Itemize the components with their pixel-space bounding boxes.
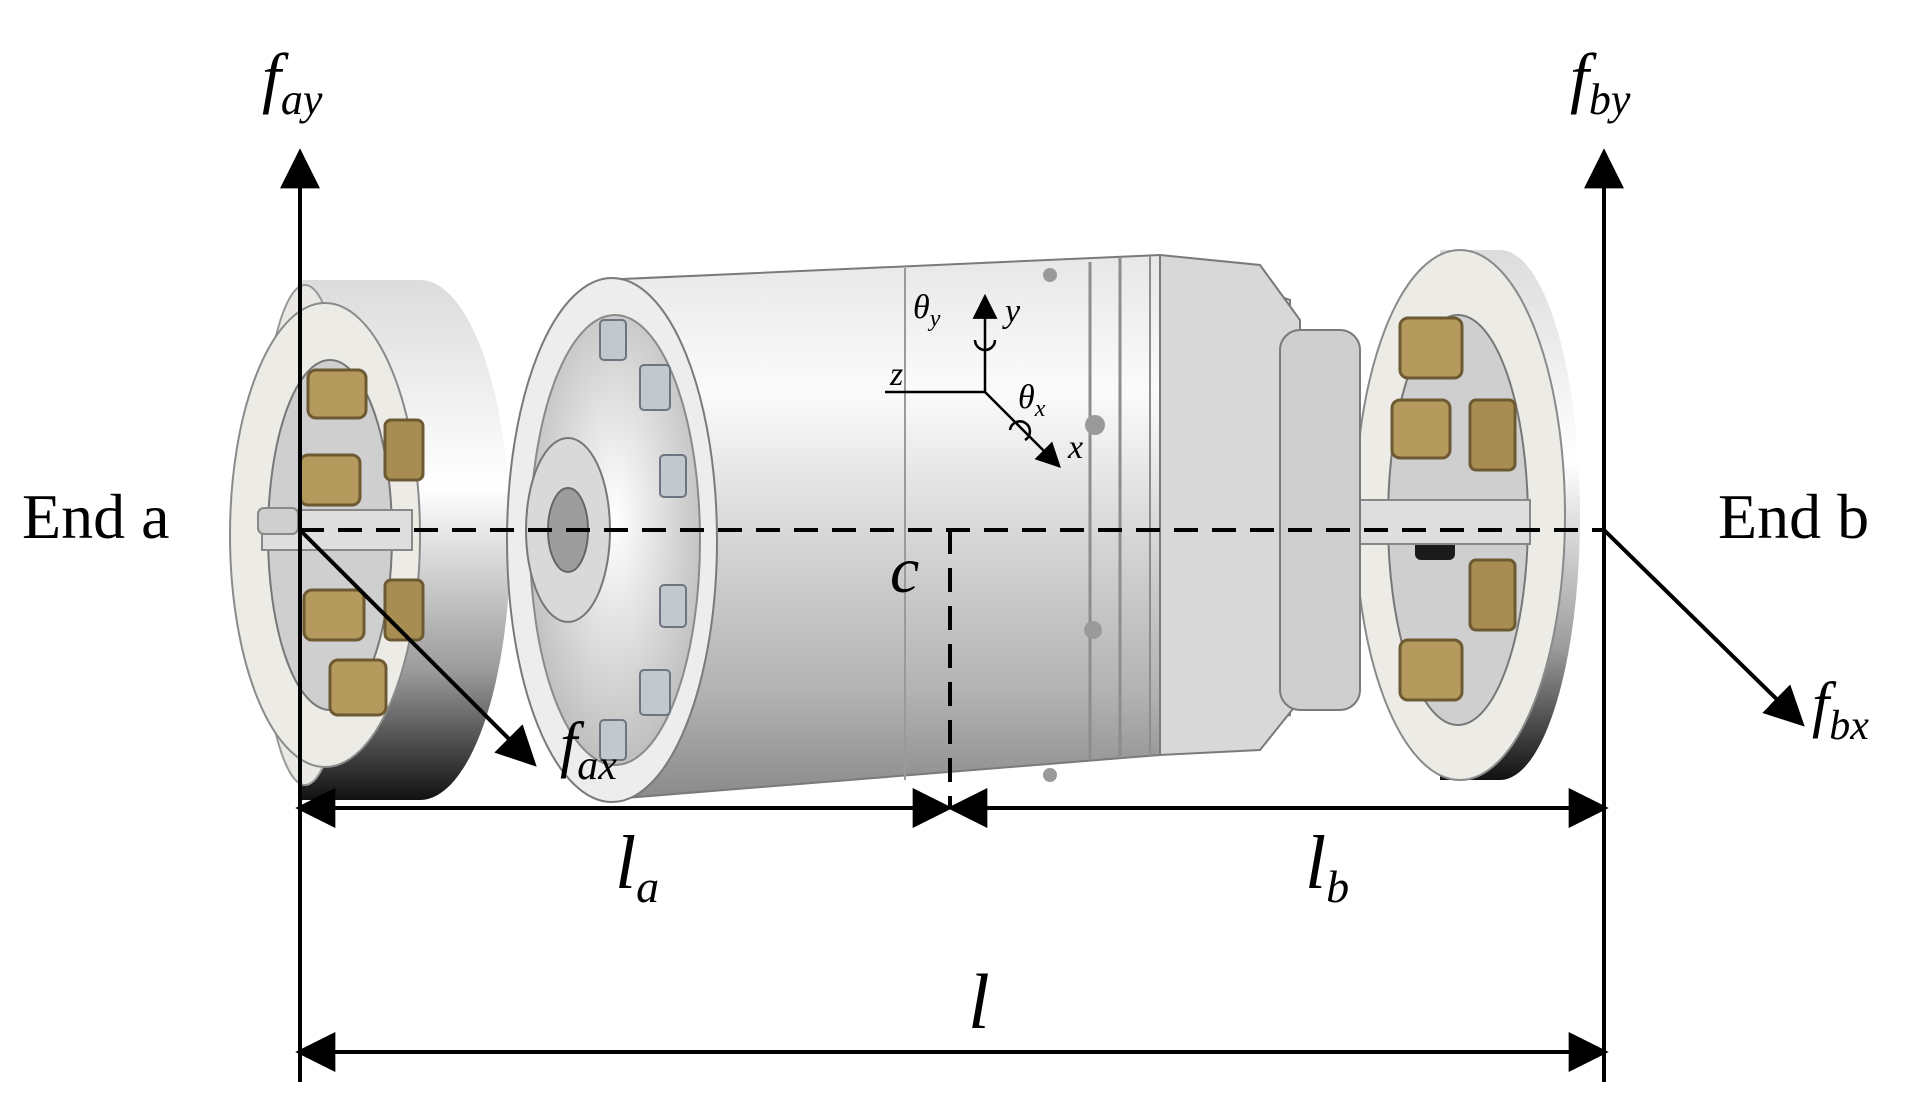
theta-y-label: θy [913,289,941,332]
f-ax-label: fax [560,711,617,789]
x-axis-label: x [1067,429,1083,466]
right-shaft [1359,499,1531,545]
right-magnetic-bearing [1354,249,1580,781]
theta-x-label: θx [1018,379,1046,422]
left-stator-coils [298,368,425,717]
rotor-body [506,253,1361,803]
end-b-label: End b [1718,481,1869,552]
f-by-label: fby [1570,39,1631,124]
reference-lines [280,148,1805,1082]
x-axis-arrow [984,391,1061,468]
center-c-label: c [890,534,919,607]
body-coordinate-frame [885,293,1061,468]
f-ax-arrow [298,528,537,767]
l-total-label: l [968,958,990,1045]
l-a-label: la [615,821,659,912]
theta-x-rotation-icon [1008,420,1032,442]
l-b-label: lb [1305,821,1349,912]
left-magnetic-bearing [229,280,511,800]
z-axis-label: z [889,356,903,393]
f-bx-label: fbx [1812,671,1869,749]
end-a-label: End a [22,481,170,552]
theta-y-rotation-icon [973,339,997,352]
f-ay-label: fay [262,39,323,124]
f-bx-arrow [1602,528,1805,727]
y-axis-label: y [1002,293,1021,330]
